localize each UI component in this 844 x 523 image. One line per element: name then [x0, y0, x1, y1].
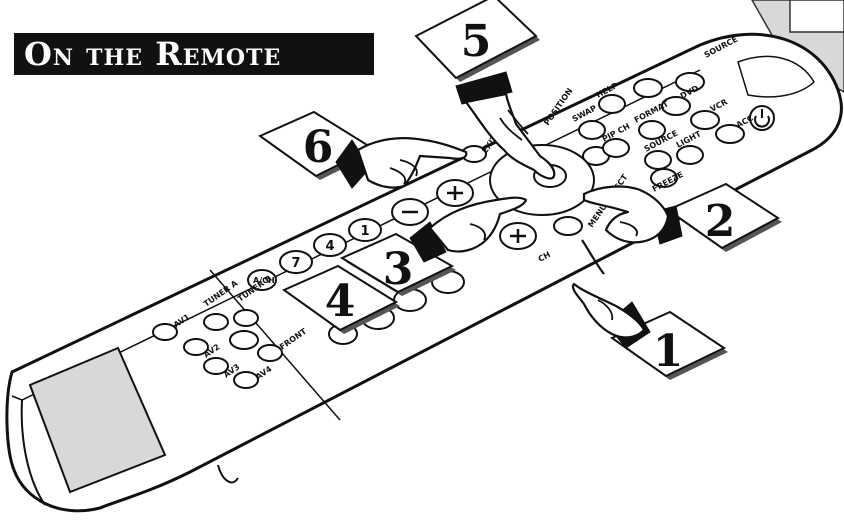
vcr-key[interactable] — [691, 111, 719, 129]
callout-2-number: 2 — [705, 196, 736, 247]
av1-key[interactable] — [153, 324, 177, 340]
front-key[interactable] — [258, 345, 282, 361]
callout-3-number: 3 — [383, 244, 414, 295]
callout-1-number: 1 — [653, 326, 684, 377]
callout-5-number: 5 — [461, 16, 492, 67]
source2-key[interactable] — [645, 151, 671, 169]
help-key[interactable] — [599, 95, 625, 113]
page-title: On the Remote — [24, 35, 281, 73]
menu-select-key[interactable] — [554, 217, 582, 235]
callout-6-number: 6 — [303, 122, 334, 173]
callout-4-number: 4 — [325, 276, 356, 327]
number-7-label: 7 — [291, 256, 300, 271]
number-1-label: 1 — [360, 224, 369, 239]
tuner-a-key[interactable] — [204, 314, 228, 330]
center-input-key[interactable] — [230, 331, 258, 349]
title-banner: On the Remote — [14, 33, 374, 75]
number-4-label: 4 — [325, 239, 334, 254]
tuner-b-key[interactable] — [234, 310, 258, 326]
callout-5: 5 — [416, 0, 540, 82]
source-key[interactable] — [634, 79, 662, 97]
